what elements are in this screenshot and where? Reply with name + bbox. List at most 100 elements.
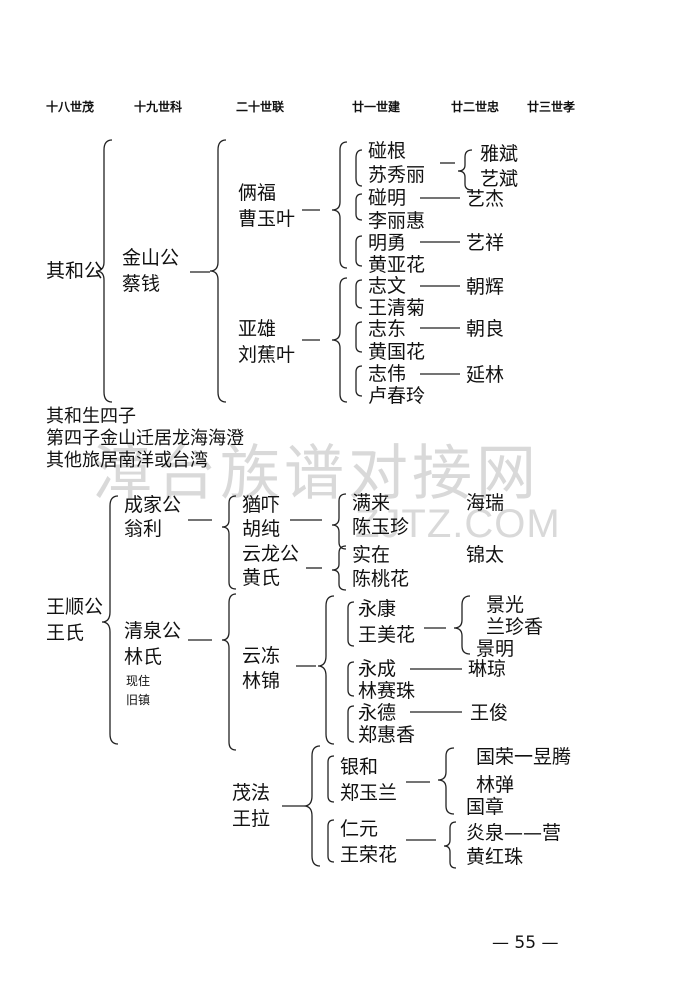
generation-header-23: 廿三世孝 <box>527 100 576 114</box>
bracket-pair-yongkang <box>347 601 355 647</box>
person-g22-linqiong: 琳琼 <box>468 658 507 680</box>
person-g21-7: 王清菊 <box>368 297 426 319</box>
generation-header-18: 十八世茂 <box>46 100 95 114</box>
person-g19-jinshan: 金山公 <box>122 247 180 269</box>
person-g21-s2-10: 银和 <box>340 756 379 778</box>
note-line-3: 其他旅居南洋或台湾 <box>46 450 208 471</box>
person-g21-s2-4: 永康 <box>358 598 397 620</box>
person-g22-yanquan: 炎泉——营 <box>466 822 562 844</box>
person-g20-7: 王拉 <box>232 808 271 830</box>
person-g21-s2-12: 仁元 <box>340 818 379 840</box>
person-g22-jintai: 锦太 <box>466 544 505 566</box>
person-g19-chengjia: 成家公 <box>124 494 182 516</box>
person-g21-s2-13: 王荣花 <box>340 844 398 866</box>
person-g21-s2-2: 实在 <box>352 544 391 566</box>
bracket-g18-1 <box>95 139 113 403</box>
person-g20-4: 云冻 <box>242 645 281 667</box>
person-g20-3: 黄氏 <box>242 567 281 589</box>
person-g21-0: 碰根 <box>368 140 407 162</box>
person-g20-0: 猶吓 <box>242 494 281 516</box>
bracket-pair-yongcheng <box>347 661 355 697</box>
person-g22-yixiang: 艺祥 <box>466 232 505 254</box>
person-g22-chaoliang: 朝良 <box>466 318 505 340</box>
person-g22-huanghongzhu: 黄红珠 <box>466 846 524 868</box>
person-g20-1: 胡纯 <box>242 518 281 540</box>
person-g21-s2-1: 陈玉珍 <box>352 516 410 538</box>
person-g21-2: 碰明 <box>368 187 407 209</box>
generation-header-21: 廿一世建 <box>352 100 401 114</box>
person-g21-5: 黄亚花 <box>368 254 426 276</box>
note-line-2: 第四子金山迁居龙海海澄 <box>46 428 244 449</box>
person-g18-wangshun: 王顺公 <box>46 596 104 618</box>
bracket-g19a <box>221 495 237 590</box>
person-g18-wangshi: 王氏 <box>46 622 85 644</box>
person-g21-10: 志伟 <box>368 363 407 385</box>
person-g22-chaohui: 朝辉 <box>466 276 505 298</box>
person-g22-jingguang: 景光 <box>486 594 525 616</box>
residence-note-2: 旧镇 <box>126 693 151 707</box>
person-g22-guorong: 国荣一昱腾 <box>476 746 572 768</box>
person-g22-wangjun: 王俊 <box>470 702 509 724</box>
bracket-pair-4 <box>355 279 363 309</box>
person-g21-11: 卢春玲 <box>368 385 426 407</box>
person-g21-s2-11: 郑玉兰 <box>340 782 398 804</box>
person-g21-3: 李丽惠 <box>368 210 426 232</box>
person-g22-jingming: 景明 <box>476 638 515 660</box>
person-g22-lanzhenxiang: 兰珍香 <box>486 616 544 638</box>
watermark-url: ZJTZ.COM <box>355 502 561 546</box>
person-g20-6: 茂法 <box>232 782 271 804</box>
generation-header-20: 二十世联 <box>236 100 285 114</box>
bracket-maofa <box>303 745 321 867</box>
note-line-1: 其和生四子 <box>46 406 136 427</box>
bracket-yanquan <box>443 821 457 869</box>
person-g21-s2-9: 郑惠香 <box>358 724 416 746</box>
page-number: — 55 — <box>492 933 559 953</box>
bracket-pair-1 <box>355 149 363 187</box>
person-g21-8: 志东 <box>368 318 407 340</box>
person-g19-caiqian: 蔡钱 <box>122 273 161 295</box>
bracket-manlai <box>331 493 347 550</box>
bracket-yabin <box>457 149 473 191</box>
person-g21-s2-0: 满来 <box>352 492 391 514</box>
person-g19-linshi: 林氏 <box>124 646 163 668</box>
person-g22-yibin: 艺斌 <box>480 168 519 190</box>
bracket-g21-top <box>331 141 348 269</box>
bracket-jingguang <box>453 595 471 655</box>
person-g20-5: 林锦 <box>242 670 281 692</box>
bracket-pair-6 <box>355 365 363 397</box>
bracket-g18-2 <box>101 495 119 745</box>
bracket-yundong <box>317 595 335 745</box>
person-g18-qihe: 其和公 <box>46 260 104 282</box>
residence-note-1: 现住 <box>126 674 151 688</box>
bracket-g19b <box>221 593 237 751</box>
bracket-pair-yongde <box>347 705 355 743</box>
person-g21-6: 志文 <box>368 275 407 297</box>
generation-header-19: 十九世科 <box>134 100 183 114</box>
person-g21-s2-7: 林赛珠 <box>358 680 416 702</box>
generation-header-22: 廿二世忠 <box>451 100 500 114</box>
bracket-g19-1 <box>209 139 227 403</box>
person-g20-yaxiong: 亚雄 <box>238 318 277 340</box>
person-g19-wengli: 翁利 <box>124 518 163 540</box>
person-g21-s2-6: 永成 <box>358 658 397 680</box>
person-g21-4: 明勇 <box>368 232 407 254</box>
person-g21-s2-3: 陈桃花 <box>352 568 410 590</box>
bracket-guorong <box>437 747 455 815</box>
person-g22-yanlin: 延林 <box>466 364 505 386</box>
person-g19-qingquan: 清泉公 <box>124 620 182 642</box>
bracket-pair-yinhe <box>327 755 335 803</box>
bracket-shizai <box>331 545 347 591</box>
person-g20-liangfu: 俩福 <box>238 182 277 204</box>
bracket-pair-renyuan <box>327 819 335 863</box>
bracket-g21-bottom <box>331 277 348 403</box>
bracket-pair-3 <box>355 235 363 267</box>
person-g22-yabin: 雅斌 <box>480 143 519 165</box>
person-g21-9: 黄国花 <box>368 341 426 363</box>
watermark-text: 漳台族谱对接网 <box>92 439 540 509</box>
person-g20-2: 云龙公 <box>242 543 300 565</box>
person-g20-caoyuye: 曹玉叶 <box>238 208 296 230</box>
person-g22-haorui: 海瑞 <box>466 492 505 514</box>
bracket-pair-5 <box>355 321 363 353</box>
person-g22-linbeng: 林弹 <box>476 774 515 796</box>
